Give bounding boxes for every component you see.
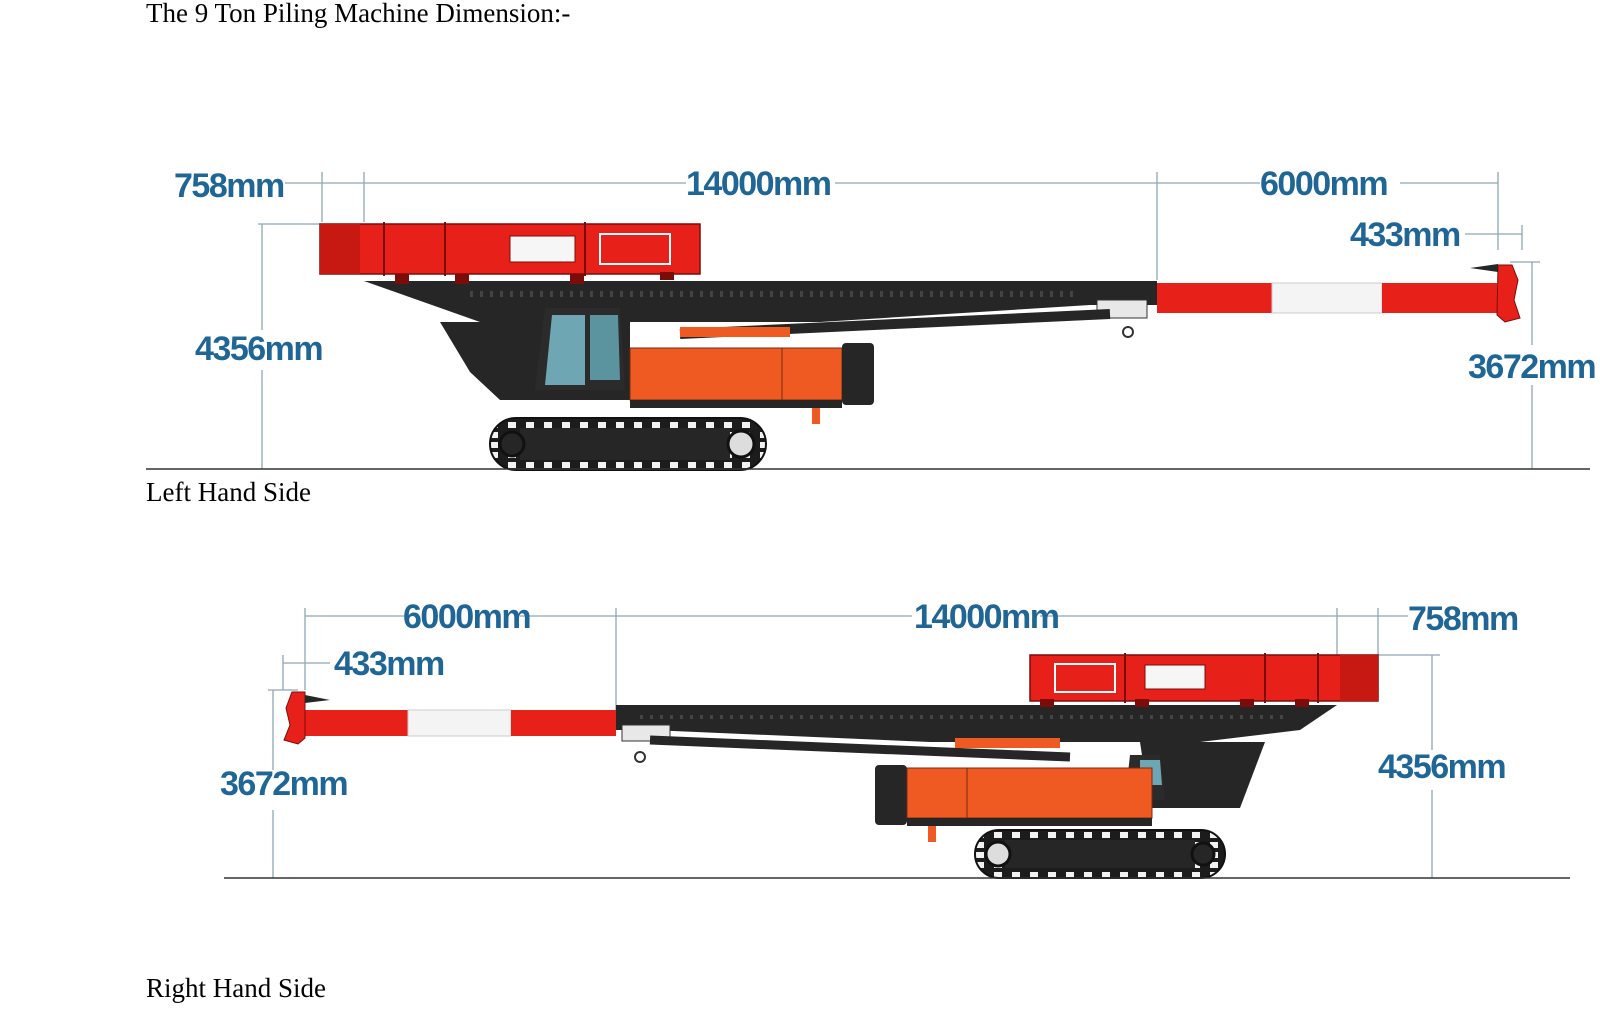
left-rear-height-dimension: 4356mm (195, 330, 322, 368)
left-hand-side-caption: Left Hand Side (146, 477, 311, 507)
right-dimension-lines (268, 608, 1440, 878)
document-title: The 9 Ton Piling Machine Dimension:- (146, 0, 571, 28)
right-overhang-dimension: 758mm (1408, 600, 1518, 638)
left-tip-length-dimension: 433mm (1350, 216, 1460, 254)
right-tip-length-dimension: 433mm (334, 645, 444, 683)
left-side-view: 758mm 14000mm 6000mm 433mm 4356mm 3672mm (146, 165, 1597, 471)
left-mast-length-dimension: 14000mm (686, 165, 831, 203)
right-tip-height-dimension: 3672mm (220, 765, 347, 803)
left-overhang-dimension: 758mm (174, 167, 284, 205)
left-tip-height-dimension: 3672mm (1468, 348, 1595, 386)
left-extension-length-dimension: 6000mm (1260, 165, 1387, 203)
left-dimension-lines (258, 172, 1540, 469)
right-hand-side-caption: Right Hand Side (146, 973, 326, 1003)
right-rear-height-dimension: 4356mm (1378, 748, 1505, 786)
right-side-view: 6000mm 14000mm 758mm 433mm 3672mm 4356mm (220, 598, 1570, 879)
right-extension-length-dimension: 6000mm (403, 598, 530, 636)
piling-machine-right-drawing (283, 653, 1379, 879)
right-mast-length-dimension: 14000mm (914, 598, 1059, 636)
piling-machine-left-drawing (319, 222, 1521, 471)
